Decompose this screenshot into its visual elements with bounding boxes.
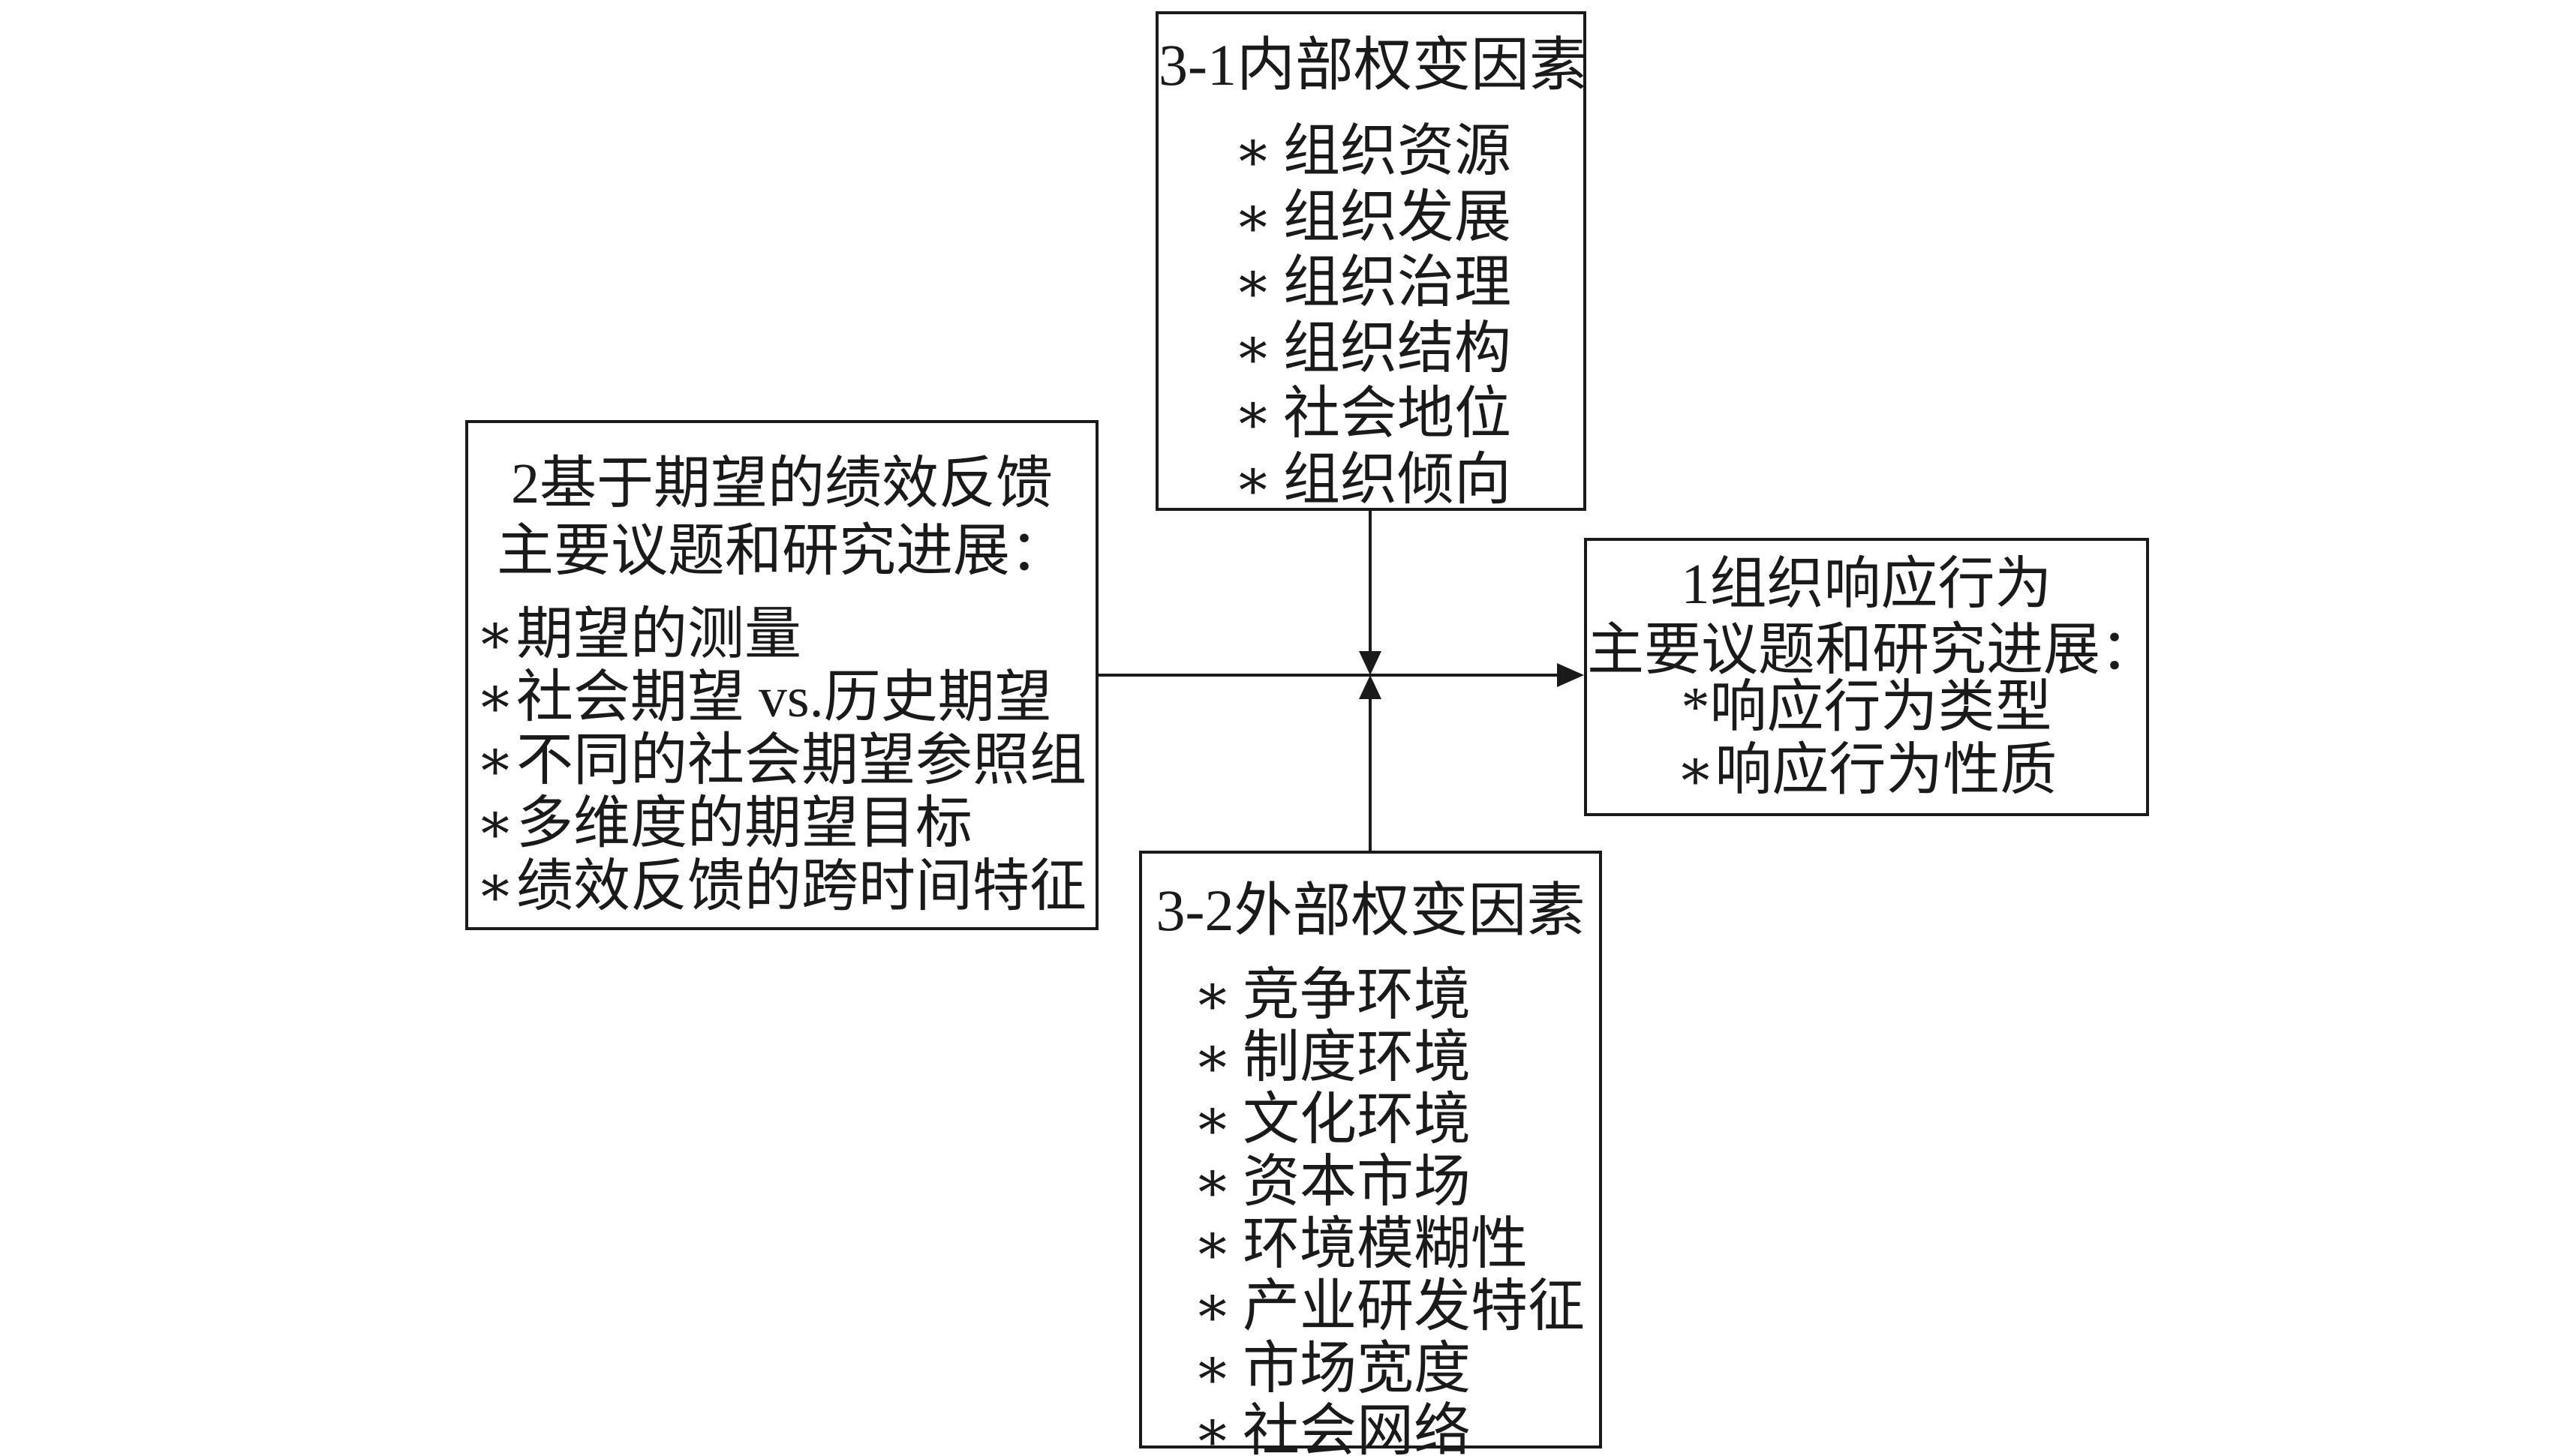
list-item: ∗制度环境 — [1193, 1027, 1585, 1089]
asterisk-bullet: ∗ — [1234, 317, 1273, 380]
list-item-label: 社会地位 — [1283, 383, 1511, 446]
list-item: ∗社会期望 vs.历史期望 — [474, 666, 1087, 729]
asterisk-bullet: ∗ — [1193, 1213, 1232, 1276]
asterisk-bullet: ∗ — [476, 603, 515, 666]
expectation-feedback-list: ∗期望的测量 ∗社会期望 vs.历史期望 ∗不同的社会期望参照组 ∗多维度的期望… — [474, 603, 1087, 918]
list-item: ∗组织倾向 — [1234, 448, 1511, 514]
list-item-label: 竞争环境 — [1243, 964, 1471, 1027]
asterisk-bullet: ∗ — [476, 729, 515, 792]
expectation-feedback-title: 2基于期望的绩效反馈 主要议题和研究进展： — [468, 450, 1096, 585]
list-item: *响应行为类型 — [1681, 676, 2052, 739]
title-line-2: 主要议题和研究进展： — [1587, 619, 2157, 682]
list-item: ∗社会地位 — [1234, 382, 1511, 448]
response-behavior-box: 1组织响应行为 主要议题和研究进展： *响应行为类型 ∗响应行为性质 — [1584, 538, 2157, 816]
asterisk-bullet: ∗ — [1234, 448, 1273, 512]
list-item: ∗多维度的期望目标 — [474, 792, 1087, 855]
list-item-label: 产业研发特征 — [1243, 1275, 1585, 1338]
list-item-label: 组织资源 — [1283, 120, 1511, 183]
asterisk-bullet: ∗ — [1234, 120, 1273, 183]
list-item: ∗组织治理 — [1234, 251, 1511, 317]
list-item: ∗市场宽度 — [1193, 1338, 1585, 1400]
external-factors-box: 3-2外部权变因素 ∗竞争环境 ∗制度环境 ∗文化环境 ∗资本市场 ∗环境模糊性… — [1139, 851, 1602, 1456]
arrowhead-to-response — [1557, 663, 1584, 687]
asterisk-bullet: ∗ — [1193, 1026, 1232, 1089]
list-item: ∗社会网络 — [1193, 1400, 1585, 1456]
asterisk-bullet: ∗ — [476, 666, 515, 729]
list-item-label: 组织结构 — [1283, 317, 1511, 380]
list-item-label: 不同的社会期望参照组 — [516, 729, 1087, 792]
asterisk-bullet: ∗ — [1193, 1337, 1232, 1400]
title-line-2: 主要议题和研究进展： — [497, 520, 1067, 583]
external-factors-list: ∗竞争环境 ∗制度环境 ∗文化环境 ∗资本市场 ∗环境模糊性 ∗产业研发特征 ∗… — [1193, 965, 1585, 1456]
asterisk-bullet: ∗ — [476, 855, 515, 918]
list-item: ∗组织资源 — [1234, 119, 1511, 185]
internal-factors-title: 3-1内部权变因素 — [1159, 32, 1588, 98]
internal-factors-list: ∗组织资源 ∗组织发展 ∗组织治理 ∗组织结构 ∗社会地位 ∗组织倾向 — [1234, 119, 1511, 513]
list-item-label: 环境模糊性 — [1243, 1213, 1528, 1276]
list-item: ∗环境模糊性 — [1193, 1214, 1585, 1276]
response-behavior-list: *响应行为类型 ∗响应行为性质 — [1587, 676, 2146, 802]
expectation-feedback-box: 2基于期望的绩效反馈 主要议题和研究进展： ∗期望的测量 ∗社会期望 vs.历史… — [465, 420, 1099, 930]
list-item-label: 制度环境 — [1243, 1026, 1471, 1089]
list-item: ∗竞争环境 — [1193, 965, 1585, 1027]
list-item-label: 文化环境 — [1243, 1088, 1471, 1151]
asterisk-bullet: ∗ — [1193, 1400, 1232, 1456]
title-line-1: 1组织响应行为 — [1681, 553, 2052, 616]
asterisk-bullet: ∗ — [1234, 185, 1273, 249]
list-item-label: 资本市场 — [1243, 1151, 1471, 1214]
list-item-label: 多维度的期望目标 — [516, 792, 972, 855]
list-item-label: 绩效反馈的跨时间特征 — [516, 855, 1087, 918]
list-item: ∗响应行为性质 — [1676, 739, 2058, 802]
list-item: ∗绩效反馈的跨时间特征 — [474, 855, 1087, 918]
external-factors-title: 3-2外部权变因素 — [1156, 878, 1586, 943]
list-item-label: 社会期望 vs.历史期望 — [516, 666, 1052, 729]
list-item: ∗文化环境 — [1193, 1089, 1585, 1151]
list-item: ∗期望的测量 — [474, 603, 1087, 666]
list-item-label: 组织治理 — [1283, 251, 1511, 314]
arrowhead-internal-moderator — [1359, 651, 1381, 675]
list-item-label: 组织发展 — [1283, 185, 1511, 249]
asterisk-bullet: ∗ — [1234, 383, 1273, 446]
asterisk-bullet: ∗ — [1193, 964, 1232, 1027]
list-item: ∗资本市场 — [1193, 1151, 1585, 1214]
list-item: ∗组织结构 — [1234, 317, 1511, 383]
list-item: ∗不同的社会期望参照组 — [474, 729, 1087, 792]
title-line-1: 2基于期望的绩效反馈 — [511, 452, 1053, 515]
asterisk-bullet: ∗ — [1193, 1275, 1232, 1338]
list-item-label: 市场宽度 — [1243, 1337, 1471, 1400]
arrowhead-external-moderator — [1359, 675, 1381, 699]
list-item-label: 期望的测量 — [516, 603, 801, 666]
list-item: ∗组织发展 — [1234, 185, 1511, 251]
list-item-label: 社会网络 — [1243, 1400, 1471, 1456]
asterisk-bullet: ∗ — [1193, 1088, 1232, 1151]
internal-factors-box: 3-1内部权变因素 ∗组织资源 ∗组织发展 ∗组织治理 ∗组织结构 ∗社会地位 … — [1156, 11, 1588, 513]
asterisk-bullet: ∗ — [1193, 1151, 1232, 1214]
list-item-label: 组织倾向 — [1283, 448, 1511, 512]
asterisk-bullet: ∗ — [1234, 251, 1273, 314]
asterisk-bullet: ∗ — [476, 792, 515, 855]
list-item: ∗产业研发特征 — [1193, 1276, 1585, 1338]
response-behavior-title: 1组织响应行为 主要议题和研究进展： — [1587, 551, 2157, 683]
